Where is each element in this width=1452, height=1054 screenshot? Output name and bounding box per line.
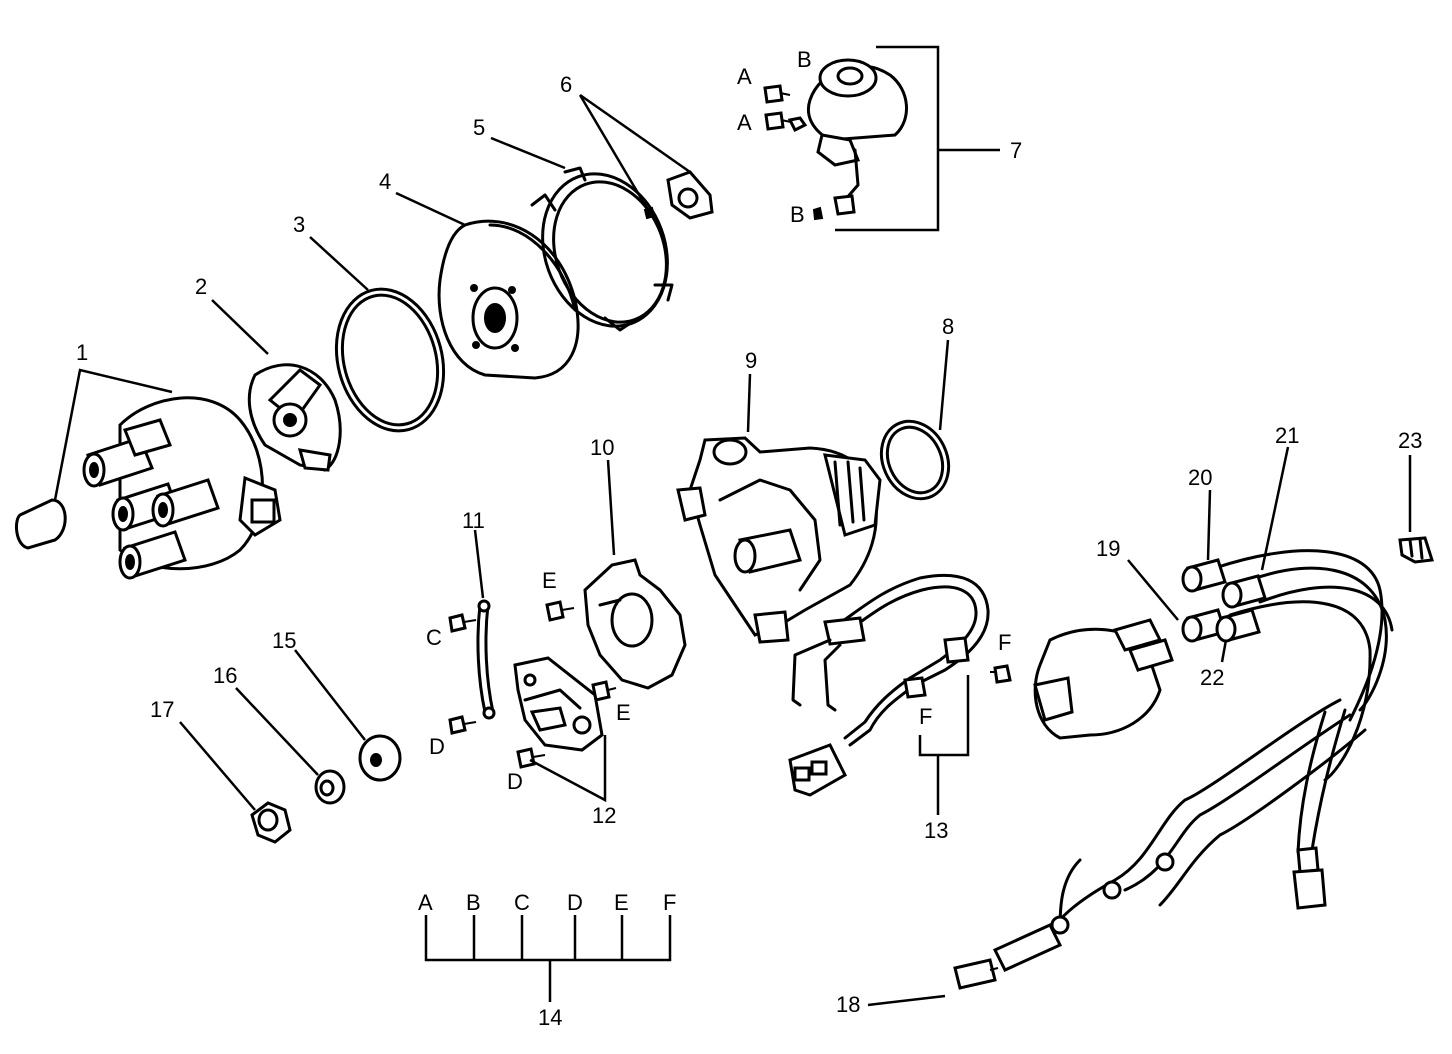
pickup-clip-drawing bbox=[643, 170, 714, 220]
o-ring-large-drawing bbox=[334, 287, 446, 433]
fastener-label-f-harness: F bbox=[919, 704, 932, 729]
nut-drawing bbox=[250, 801, 292, 844]
part-number-labels: 1 2 3 4 5 6 7 8 9 10 11 12 13 14 15 16 1… bbox=[76, 72, 1422, 1030]
part-label-18: 18 bbox=[836, 992, 860, 1017]
fastener-label-e-upper: E bbox=[542, 568, 557, 593]
part-label-7: 7 bbox=[1010, 138, 1022, 163]
distributor-housing-drawing bbox=[676, 436, 882, 644]
kit-letter-labels: A B C D E F bbox=[418, 890, 676, 915]
kit-letter-d: D bbox=[567, 890, 583, 915]
part-label-8: 8 bbox=[942, 314, 954, 339]
part-label-14: 14 bbox=[538, 1005, 562, 1030]
fastener-label-c: C bbox=[426, 625, 442, 650]
spark-plug-wires-drawing bbox=[953, 536, 1434, 990]
leader-lines bbox=[53, 45, 1412, 1007]
kit-letter-b: B bbox=[466, 890, 481, 915]
washer-drawing bbox=[358, 734, 402, 782]
part-label-2: 2 bbox=[195, 274, 207, 299]
o-ring-small-drawing bbox=[879, 419, 951, 501]
fastener-label-d-right: D bbox=[507, 769, 523, 794]
kit-letter-c: C bbox=[514, 890, 530, 915]
part-label-21: 21 bbox=[1275, 423, 1299, 448]
rotor-drawing bbox=[247, 363, 342, 472]
part-label-4: 4 bbox=[379, 169, 391, 194]
wiring-harness-drawing bbox=[788, 573, 1012, 797]
base-plate-drawing bbox=[545, 558, 687, 690]
spring-washer-drawing bbox=[314, 769, 346, 805]
part-label-1: 1 bbox=[76, 340, 88, 365]
part-label-17: 17 bbox=[150, 697, 174, 722]
part-label-13: 13 bbox=[924, 818, 948, 843]
part-label-6: 6 bbox=[560, 72, 572, 97]
part-label-16: 16 bbox=[213, 663, 237, 688]
vacuum-advance-drawing bbox=[763, 58, 908, 221]
part-label-15: 15 bbox=[272, 628, 296, 653]
fastener-label-a-lower: A bbox=[737, 110, 752, 135]
part-label-23: 23 bbox=[1398, 428, 1422, 453]
fastener-label-b-lower: B bbox=[790, 202, 805, 227]
igniter-module-drawing bbox=[513, 656, 617, 769]
part-label-5: 5 bbox=[473, 115, 485, 140]
kit-letter-a: A bbox=[418, 890, 433, 915]
fastener-label-d-left: D bbox=[429, 734, 445, 759]
part-label-20: 20 bbox=[1188, 465, 1212, 490]
cap-boot-drawing bbox=[14, 498, 67, 550]
part-label-9: 9 bbox=[745, 348, 757, 373]
kit-letter-e: E bbox=[614, 890, 629, 915]
fastener-label-a-upper: A bbox=[737, 64, 752, 89]
part-label-19: 19 bbox=[1096, 536, 1120, 561]
part-label-12: 12 bbox=[592, 803, 616, 828]
part-label-11: 11 bbox=[462, 508, 485, 533]
part-label-3: 3 bbox=[293, 212, 305, 237]
fastener-label-f-right: F bbox=[998, 630, 1011, 655]
distributor-cap-drawing bbox=[82, 396, 282, 580]
fastener-label-b-upper: B bbox=[797, 47, 812, 72]
fastener-label-e-lower: E bbox=[616, 700, 631, 725]
gasket-drawing bbox=[530, 166, 674, 332]
shield-housing-drawing bbox=[437, 219, 580, 380]
pickup-lead-drawing bbox=[448, 599, 496, 735]
kit-letter-f: F bbox=[663, 890, 676, 915]
part-label-10: 10 bbox=[590, 435, 614, 460]
fastener-letter-labels: A A B B C D D E E F F bbox=[426, 47, 1011, 794]
part-label-22: 22 bbox=[1200, 665, 1224, 690]
